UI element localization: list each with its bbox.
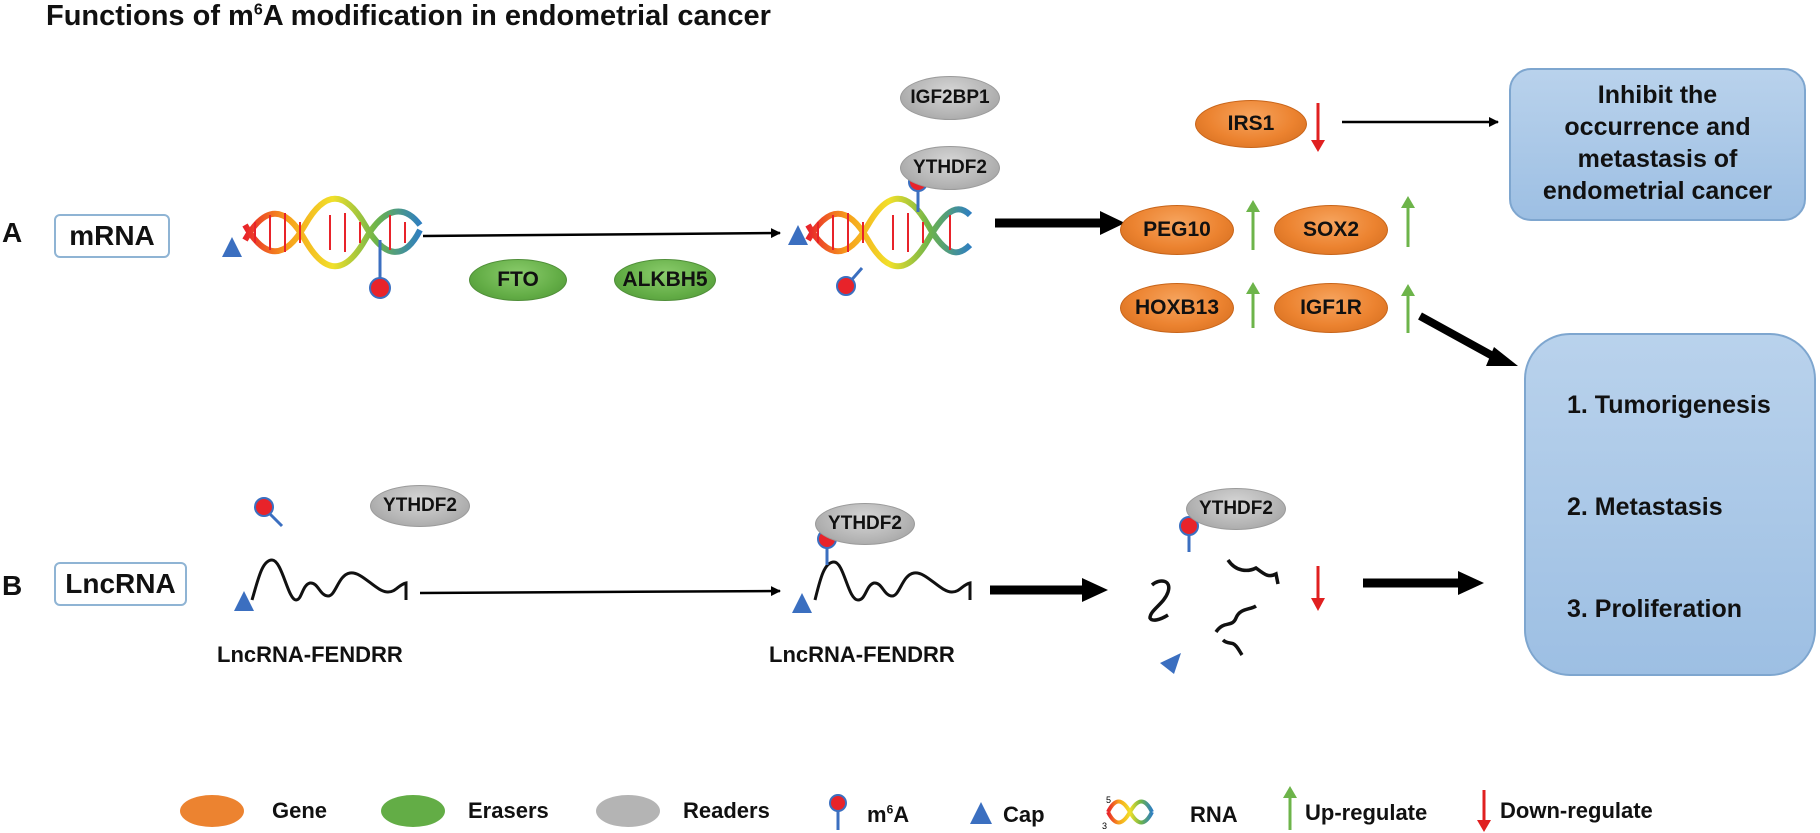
svg-text:5: 5 <box>1106 795 1111 805</box>
up-arrow-sox2 <box>1401 196 1415 247</box>
m6a-icon <box>254 497 284 528</box>
outcome-inhibit-line: metastasis of <box>1577 145 1738 173</box>
lncrna-name-left: LncRNA-FENDRR <box>217 642 403 667</box>
legend-rna-icon: 5 3 <box>1102 795 1154 831</box>
svg-text:3: 3 <box>1102 821 1107 831</box>
lncrna-name-middle: LncRNA-FENDRR <box>769 642 955 667</box>
legend-gene-swatch <box>180 795 244 827</box>
legend-m6a-icon <box>829 794 847 830</box>
cap-icon <box>792 593 812 613</box>
gene-igf1r: IGF1R <box>1274 283 1388 333</box>
down-arrow-irs1 <box>1311 103 1325 152</box>
down-arrow-lncrna <box>1311 566 1325 611</box>
outcome-item: 3. Proliferation <box>1567 595 1743 623</box>
cap-icon <box>788 225 808 245</box>
outcome-item: 1. Tumorigenesis <box>1567 391 1771 419</box>
arrow-b-thin <box>419 586 781 597</box>
lncrna-strand-left <box>250 558 408 602</box>
mrna-helix-left <box>242 195 423 270</box>
reader-ythdf2-bound: YTHDF2 <box>815 503 915 545</box>
outcome-inhibit-line: endometrial cancer <box>1542 177 1773 205</box>
legend-up-label: Up-regulate <box>1305 800 1428 825</box>
legend-down-label: Down-regulate <box>1500 798 1653 823</box>
legend-gene-label: Gene <box>272 798 328 823</box>
gene-peg10: PEG10 <box>1120 205 1234 255</box>
lncrna-tag: LncRNA <box>54 562 187 606</box>
m6a-icon <box>836 267 864 296</box>
outcome-item: 2. Metastasis <box>1567 493 1723 521</box>
arrow-genes-outcome-head <box>1486 347 1518 366</box>
lncrna-strand-middle <box>813 560 972 602</box>
arrow-genes-outcome <box>1418 312 1502 364</box>
gene-hoxb13: HOXB13 <box>1120 283 1234 333</box>
legend-down-arrow-icon <box>1477 790 1491 832</box>
eraser-fto: FTO <box>469 259 567 301</box>
cap-icon <box>234 591 254 611</box>
m6a-icon <box>1179 516 1199 552</box>
gene-irs1: IRS1 <box>1195 100 1307 148</box>
cap-icon <box>1160 653 1181 674</box>
lncrna-fragments <box>1148 558 1280 656</box>
up-arrow-igf1r <box>1401 284 1415 333</box>
cap-icon <box>222 237 242 257</box>
up-arrow-peg10 <box>1246 200 1260 250</box>
legend-erasers-label: Erasers <box>468 798 549 823</box>
row-b-label: B <box>2 570 23 601</box>
legend-readers-label: Readers <box>683 798 770 823</box>
outcome-promote-box: 1. Tumorigenesis 2. Metastasis 3. Prolif… <box>1524 333 1816 676</box>
legend-up-arrow-icon <box>1283 786 1297 830</box>
outcome-inhibit-line: Inhibit the <box>1597 81 1718 109</box>
legend-eraser-swatch <box>381 795 445 827</box>
mrna-helix-right <box>805 195 973 270</box>
mrna-tag: mRNA <box>54 214 170 258</box>
legend-reader-swatch <box>596 795 660 827</box>
outcome-inhibit-line: occurrence and <box>1564 113 1751 141</box>
eraser-alkbh5: ALKBH5 <box>614 259 716 301</box>
arrow-b-thick-1-head <box>1082 578 1108 602</box>
arrow-b-thick-2-head <box>1458 571 1484 595</box>
reader-ythdf2: YTHDF2 <box>900 146 1000 190</box>
arrow-a-thin <box>422 228 781 239</box>
legend-cap-icon <box>970 802 992 824</box>
reader-igf2bp1: IGF2BP1 <box>900 76 1000 120</box>
legend-cap-label: Cap <box>1003 802 1045 827</box>
up-arrow-hoxb13 <box>1246 282 1260 328</box>
outcome-inhibit-box: Inhibit the occurrence and metastasis of… <box>1509 68 1806 221</box>
reader-ythdf2-free: YTHDF2 <box>370 485 470 527</box>
figure-title: Functions of m6A modification in endomet… <box>46 0 771 32</box>
gene-sox2: SOX2 <box>1274 205 1388 255</box>
legend-m6a-label: m6A <box>867 802 910 827</box>
m6a-icon <box>369 240 391 299</box>
arrow-a-thick-head <box>1100 211 1125 235</box>
reader-ythdf2-degrade: YTHDF2 <box>1186 488 1286 530</box>
row-a-label: A <box>2 217 23 248</box>
legend-rna-label: RNA <box>1190 802 1238 827</box>
